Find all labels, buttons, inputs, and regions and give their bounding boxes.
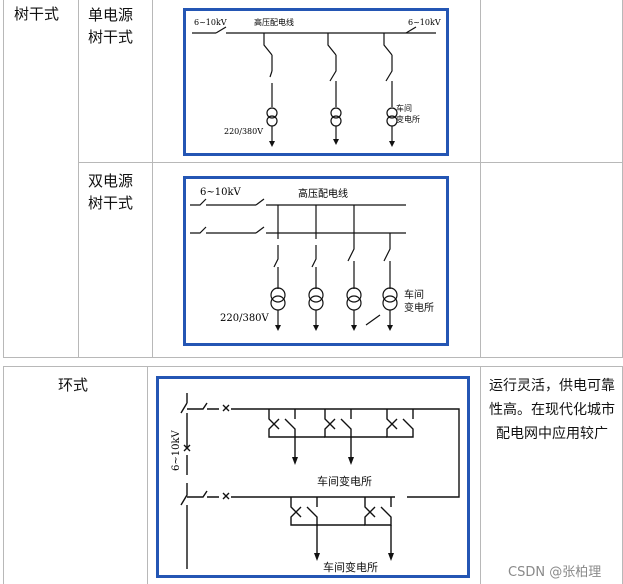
right-voltage-label: 6~10kV [408,18,441,27]
row-label-dual-source: 双电源 树干式 [88,172,134,212]
watermark: CSDN @张柏理 [508,565,602,580]
voltage-label: 6~10kV [200,187,242,198]
dual-source-tree-diagram: 6~10kV 高压配电线 220/380V 车间 变电所 [183,176,449,346]
left-voltage-label: 6~10kV [194,18,227,27]
ring-schematic: 6~10kV [171,393,460,569]
category-label: 树干式 [14,5,60,23]
substation-label-top: 车间变电所 [317,475,372,488]
ring-note: 运行灵活，供电可靠性高。在现代化城市配电网中应用较广 [489,378,615,442]
substation-label: 车间 变电所 [404,290,434,314]
single-source-schematic: 6~10kV 高压配电线 6~10kV 220/380V [192,17,441,147]
substation-label-bottom: 车间变电所 [323,561,378,574]
single-source-tree-diagram: 6~10kV 高压配电线 6~10kV 220/380V 车间 变电所 [183,8,449,156]
ring-voltage-label: 6~10kV [171,429,182,471]
load-voltage-label: 220/380V [220,313,270,324]
load-voltage-label: 220/380V [224,127,263,136]
dual-source-schematic: 6~10kV 高压配电线 220/380V [190,187,406,331]
ring-category-label: 环式 [58,376,89,394]
substation-label: 车间 变电所 [396,104,420,124]
line-label: 高压配电线 [254,17,294,27]
ring-diagram: 6~10kV 车间变电所 车间变电所 [156,376,470,578]
row-label-single-source: 单电源 树干式 [88,6,134,46]
line-label: 高压配电线 [298,187,348,200]
